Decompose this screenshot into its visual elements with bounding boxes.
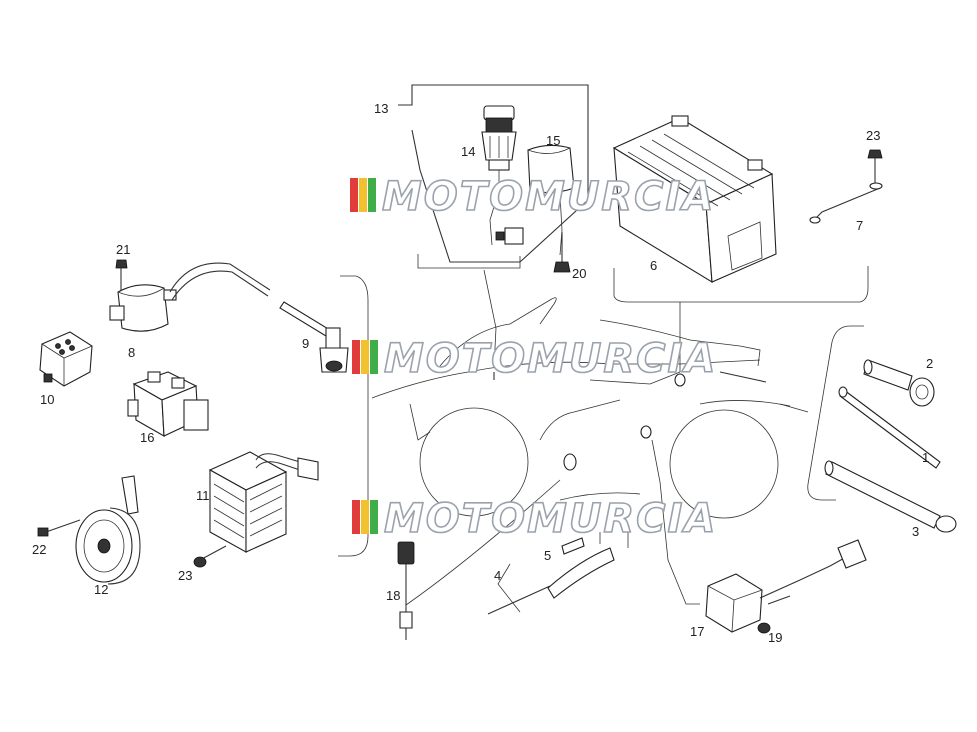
callout-1: 1 (922, 450, 929, 465)
battery-cable-part-7[interactable] (809, 182, 883, 224)
callout-6: 6 (650, 258, 657, 273)
callout-5: 5 (544, 548, 551, 563)
callout-18: 18 (386, 588, 400, 603)
ignition-switch-part-14[interactable] (481, 105, 524, 246)
battery-part-6[interactable] (612, 115, 777, 284)
callout-7: 7 (856, 218, 863, 233)
callout-8: 8 (128, 345, 135, 360)
watermark-text: MOTOMURCIA (382, 174, 715, 220)
part-1[interactable] (838, 386, 941, 469)
callout-19: 19 (768, 630, 782, 645)
starter-relay-part-15[interactable] (527, 144, 575, 256)
callout-2: 2 (926, 356, 933, 371)
callout-3: 3 (912, 524, 919, 539)
callout-11: 11 (196, 488, 210, 503)
callout-13: 13 (374, 101, 388, 116)
regulator-rectifier-part-11[interactable] (208, 451, 319, 553)
callout-15: 15 (546, 133, 560, 148)
callout-20: 20 (572, 266, 586, 281)
callout-9: 9 (302, 336, 309, 351)
callout-12: 12 (94, 582, 108, 597)
group-13-bracket (398, 84, 589, 263)
bolt-part-23-left[interactable] (193, 545, 227, 568)
callout-21: 21 (116, 242, 130, 257)
spark-plug-cap-part-9[interactable] (279, 301, 349, 373)
watermark-1: MOTOMURCIA (350, 173, 715, 221)
sensor-part-18[interactable] (397, 453, 577, 640)
callout-16: 16 (140, 430, 154, 445)
leader-lines (417, 254, 869, 372)
watermark-2: MOTOMURCIA (352, 335, 717, 383)
callout-22: 22 (32, 542, 46, 557)
callout-17: 17 (690, 624, 704, 639)
bolt-part-22[interactable] (37, 519, 81, 537)
watermark-3: MOTOMURCIA (352, 495, 717, 543)
callout-10: 10 (40, 392, 54, 407)
part-3[interactable] (824, 460, 957, 533)
watermark-text: MOTOMURCIA (384, 336, 717, 382)
cable-part-4[interactable] (487, 532, 629, 615)
callout-23-top: 23 (866, 128, 880, 143)
bolt-part-20[interactable] (553, 232, 571, 273)
connector-block-part-16[interactable] (127, 371, 209, 437)
motorcycle-outline (338, 275, 791, 557)
part-2[interactable] (863, 359, 935, 407)
callout-labels: 1 2 3 4 5 6 7 8 9 10 11 12 13 14 15 16 1… (32, 101, 933, 645)
bracket-group-right (779, 325, 864, 501)
flasher-relay-part-10[interactable] (39, 331, 93, 387)
bolt-part-23-top[interactable] (867, 149, 883, 188)
ignition-coil-part-8[interactable] (109, 262, 271, 332)
washer-part-19[interactable] (757, 622, 771, 634)
part-5[interactable] (561, 537, 585, 555)
watermark-text: MOTOMURCIA (384, 496, 717, 542)
callout-14: 14 (461, 144, 475, 159)
callout-23-left: 23 (178, 568, 192, 583)
callout-4: 4 (494, 568, 501, 583)
bolt-part-21[interactable] (115, 259, 128, 300)
cdi-unit-part-17[interactable] (651, 439, 867, 633)
horn-part-12[interactable] (75, 475, 141, 585)
